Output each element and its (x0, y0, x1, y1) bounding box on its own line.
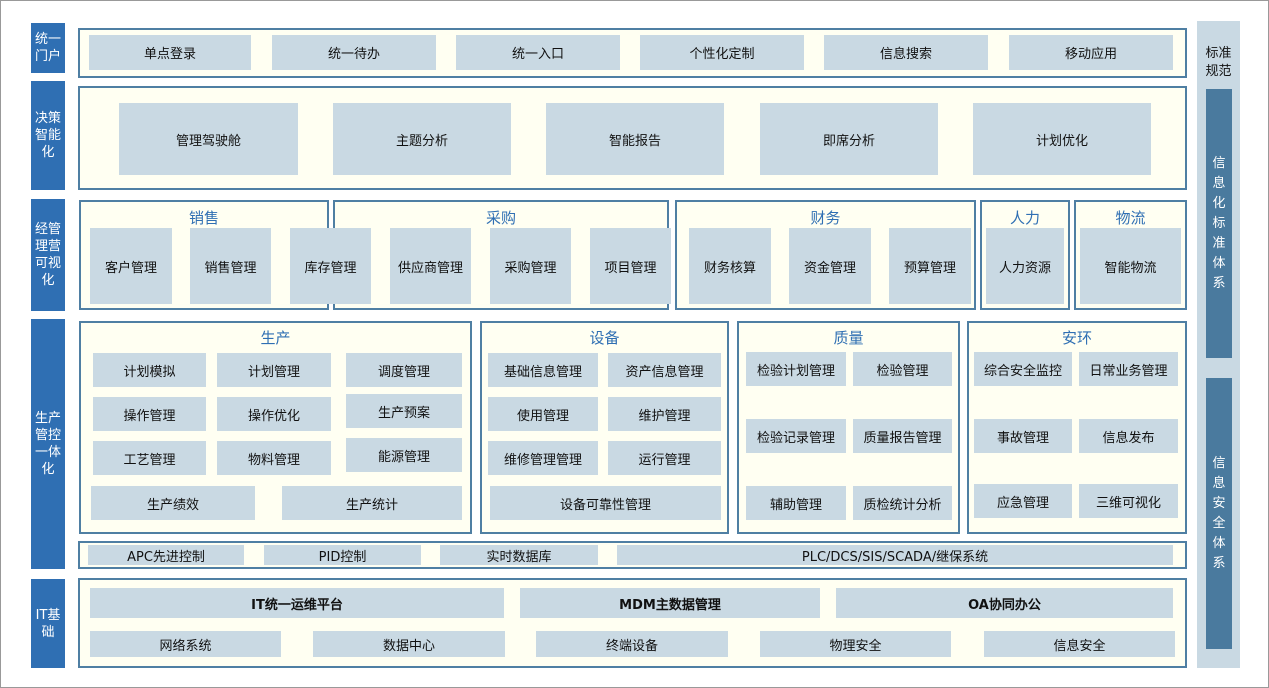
module-box: 智能物流 (1080, 228, 1181, 304)
it-item: 网络系统 (90, 631, 281, 657)
portal-item: 个性化定制 (640, 35, 804, 70)
portal-item: 统一待办 (272, 35, 436, 70)
module-box: 财务核算 (689, 228, 771, 304)
group-title: 采购 (485, 209, 516, 227)
module-box: 运行管理 (608, 441, 721, 475)
module-box: 事故管理 (974, 419, 1072, 453)
module-box: 检验管理 (853, 352, 952, 386)
module-box: 人力资源 (986, 228, 1064, 304)
it-item: 物理安全 (760, 631, 951, 657)
info-standard-system-bar: 信息化标准体系 (1206, 89, 1232, 358)
group-title: 生产 (260, 329, 291, 347)
it-item: 数据中心 (313, 631, 505, 657)
module-box: 操作优化 (217, 397, 331, 431)
module-box: 日常业务管理 (1079, 352, 1178, 386)
module-box: 工艺管理 (93, 441, 206, 475)
layer-label-decision: 决策智能化 (31, 81, 65, 190)
module-box: 检验计划管理 (746, 352, 846, 386)
decision-item: 智能报告 (546, 103, 724, 175)
module-box: 使用管理 (488, 397, 598, 431)
module-box: 质量报告管理 (853, 419, 952, 453)
module-box: 能源管理 (346, 438, 462, 472)
group-title: 销售 (188, 209, 219, 227)
module-box: 维护管理 (608, 397, 721, 431)
control-item: 实时数据库 (440, 545, 598, 565)
module-box: 计划管理 (217, 353, 331, 387)
control-item: APC先进控制 (88, 545, 244, 565)
module-box: 维修管理管理 (488, 441, 598, 475)
module-box: 资产信息管理 (608, 353, 721, 387)
group-title: 安环 (1061, 329, 1092, 347)
module-box: 库存管理 (290, 228, 371, 304)
portal-item: 统一入口 (456, 35, 620, 70)
group-title: 质量 (833, 329, 864, 347)
module-box: 生产预案 (346, 394, 462, 428)
it-item: MDM主数据管理 (520, 588, 820, 618)
module-box: 综合安全监控 (974, 352, 1072, 386)
module-box: 资金管理 (789, 228, 871, 304)
layer-label-portal: 统一门户 (31, 23, 65, 73)
portal-item: 信息搜索 (824, 35, 988, 70)
module-box: 质检统计分析 (853, 486, 952, 520)
module-box: 应急管理 (974, 484, 1072, 518)
decision-item: 管理驾驶舱 (119, 103, 298, 175)
module-box: 辅助管理 (746, 486, 846, 520)
module-box: 计划模拟 (93, 353, 206, 387)
group-title: 人力 (1009, 209, 1040, 227)
module-box: 物料管理 (217, 441, 331, 475)
control-item: PID控制 (264, 545, 421, 565)
module-box: 供应商管理 (390, 228, 471, 304)
group-title: 财务 (810, 209, 841, 227)
it-item: 信息安全 (984, 631, 1175, 657)
decision-item: 即席分析 (760, 103, 938, 175)
module-box: 检验记录管理 (746, 419, 846, 453)
it-item: IT统一运维平台 (90, 588, 504, 618)
module-box: 三维可视化 (1079, 484, 1178, 518)
module-box: 设备可靠性管理 (490, 486, 721, 520)
control-item: PLC/DCS/SIS/SCADA/继保系统 (617, 545, 1173, 565)
layer-label-business: 经管理营可视化 (31, 199, 65, 311)
module-box: 基础信息管理 (488, 353, 598, 387)
module-box: 采购管理 (490, 228, 571, 304)
module-box: 预算管理 (889, 228, 971, 304)
layer-label-it: IT基础 (31, 579, 65, 668)
module-box: 销售管理 (190, 228, 271, 304)
group-title: 物流 (1115, 209, 1146, 227)
group-title: 设备 (589, 329, 620, 347)
module-box: 信息发布 (1079, 419, 1178, 453)
portal-item: 单点登录 (89, 35, 251, 70)
decision-item: 主题分析 (333, 103, 511, 175)
module-box: 生产统计 (282, 486, 462, 520)
module-box: 项目管理 (590, 228, 671, 304)
portal-item: 移动应用 (1009, 35, 1173, 70)
module-box: 调度管理 (346, 353, 462, 387)
layer-label-production: 生产管控一体化 (31, 319, 65, 569)
portal-panel (78, 28, 1187, 78)
module-box: 客户管理 (90, 228, 172, 304)
it-item: 终端设备 (536, 631, 728, 657)
module-box: 生产绩效 (91, 486, 255, 520)
standards-title: 标准规范 (1205, 46, 1232, 79)
decision-item: 计划优化 (973, 103, 1151, 175)
info-security-system-bar: 信息安全体系 (1206, 378, 1232, 649)
it-item: OA协同办公 (836, 588, 1173, 618)
module-box: 操作管理 (93, 397, 206, 431)
